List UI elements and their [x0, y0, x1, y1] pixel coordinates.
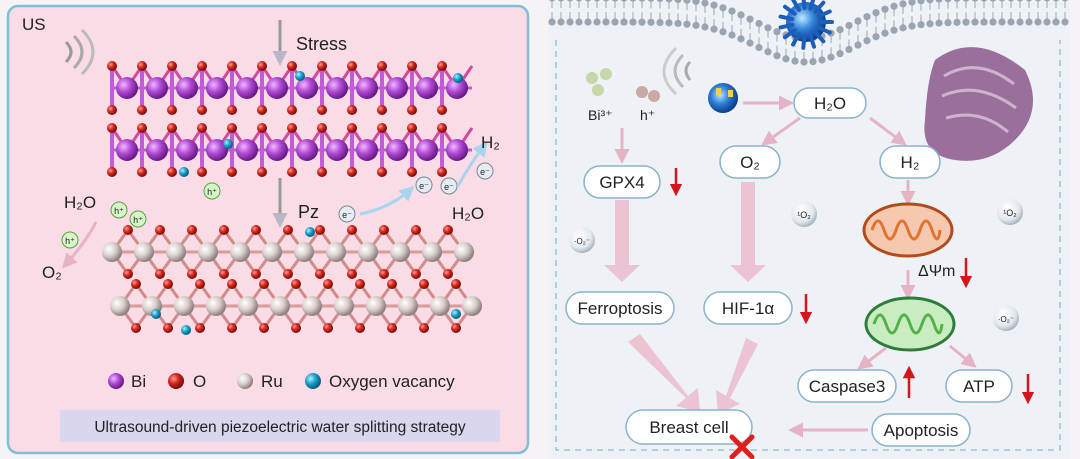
legend-ru-swatch: [237, 373, 253, 389]
node-o2: O₂: [719, 145, 781, 179]
h2-label: H₂: [481, 133, 500, 152]
legend-vacancy-swatch: [305, 373, 321, 389]
node-ferroptosis-label: Ferroptosis: [577, 299, 662, 318]
trend-arrows: [669, 168, 1035, 405]
hole-label: h⁺: [65, 236, 75, 246]
node-breast-cell: Breast cell: [625, 409, 753, 445]
legend-ru-label: Ru: [261, 372, 283, 391]
o2-evolution-arrow: [61, 221, 98, 269]
superoxide-bubble: ·O₂⁻: [993, 305, 1019, 331]
left-panel: [6, 4, 530, 455]
arrow-mito-to-atp: [949, 344, 977, 368]
electron-label: e⁻: [342, 210, 352, 220]
h2o-left-label: H₂O: [64, 193, 96, 212]
node-apoptosis-label: Apoptosis: [884, 421, 959, 440]
arrow-hif-to-cell: [716, 338, 758, 414]
ultrasound-icon: [64, 28, 95, 76]
delta-psi-label: ΔΨm: [918, 263, 955, 280]
node-h2: H₂: [879, 145, 941, 179]
electron-label: e⁻: [480, 167, 490, 177]
arrow-h2o-to-h2: [869, 116, 907, 146]
ru-oxide-lattice: [102, 225, 482, 335]
bi-oxide-lattice: [107, 61, 474, 177]
node-caspase3-label: Caspase3: [809, 377, 886, 396]
singlet-oxygen-label: ¹O₂: [1003, 208, 1017, 218]
us-label: US: [22, 15, 46, 34]
node-hif: HIF-1α: [703, 291, 793, 325]
h2o-right-label: H₂O: [452, 204, 484, 223]
node-hif-label: HIF-1α: [722, 299, 775, 318]
ros-bubbles: ¹O₂ ¹O₂ ·O₂⁻ ·O₂⁻: [569, 199, 1023, 331]
node-ferroptosis: Ferroptosis: [565, 291, 675, 325]
node-o2-label: O₂: [740, 153, 760, 172]
node-h2o: H₂O: [793, 87, 867, 119]
ultrasound-icon: [662, 46, 692, 96]
electron-bubbles: e⁻ e⁻ e⁻ e⁻: [338, 162, 494, 223]
arrow-mito-to-caspase: [857, 346, 887, 370]
superoxide-label: ·O₂⁻: [574, 237, 590, 246]
node-atp: ATP: [945, 369, 1013, 403]
electron-label: e⁻: [419, 181, 429, 191]
arrow-ferroptosis-to-cell: [628, 334, 700, 412]
mitochondrion-healthy: [864, 296, 956, 352]
node-h2-label: H₂: [901, 153, 920, 172]
node-atp-label: ATP: [963, 377, 995, 396]
caption-box: [60, 410, 500, 442]
cell-boundary: [555, 40, 1061, 451]
endoplasmic-reticulum: [924, 47, 1033, 161]
nanoparticle-top: [778, 0, 834, 50]
nanoparticle-small: [708, 83, 738, 113]
stress-label: Stress: [296, 34, 347, 54]
node-gpx4-label: GPX4: [599, 173, 644, 192]
node-caspase3: Caspase3: [797, 369, 897, 403]
singlet-oxygen-label: ¹O₂: [797, 210, 811, 220]
hole-label: h⁺: [114, 206, 124, 216]
hole-bubbles: h⁺ h⁺ h⁺ h⁺: [61, 182, 221, 249]
arrow-h2o-to-o2: [761, 116, 801, 146]
pz-label: Pz: [298, 202, 319, 222]
node-gpx4: GPX4: [583, 165, 661, 199]
mitochondrion-damaged: [862, 202, 954, 258]
legend: Bi O Ru Oxygen vacancy: [108, 372, 455, 391]
bi-label: Bi³⁺: [588, 107, 613, 123]
legend-vacancy-label: Oxygen vacancy: [329, 372, 455, 391]
electron-label: e⁻: [444, 182, 454, 192]
legend-bi-label: Bi: [131, 372, 146, 391]
legend-o-label: O: [193, 372, 206, 391]
legend-bi-swatch: [108, 373, 124, 389]
hole-label: h⁺: [207, 187, 217, 197]
hole-label: h⁺: [133, 215, 143, 225]
holes-icon: [636, 86, 660, 102]
arrow-gpx4-to-ferroptosis: [604, 200, 640, 282]
wide-arrows: [604, 182, 766, 414]
arrow-o2-to-hif: [730, 182, 766, 282]
superoxide-label: ·O₂⁻: [998, 315, 1014, 324]
electron-flow-arrow: [359, 185, 415, 216]
superoxide-bubble: ·O₂⁻: [569, 227, 595, 253]
cross-icon: [729, 434, 755, 459]
o2-label: O₂: [42, 263, 62, 282]
pathway-arrows: [614, 95, 977, 438]
caption: Ultrasound-driven piezoelectric water sp…: [94, 419, 466, 436]
singlet-oxygen-bubble: ¹O₂: [997, 199, 1023, 225]
h2-evolution-arrow: [456, 141, 488, 187]
legend-o-swatch: [168, 373, 184, 389]
node-breast-cell-label: Breast cell: [649, 418, 728, 437]
bi-ions-icon: [586, 68, 612, 96]
singlet-oxygen-bubble: ¹O₂: [791, 201, 817, 227]
node-h2o-label: H₂O: [814, 94, 846, 113]
node-apoptosis: Apoptosis: [871, 413, 971, 447]
h-label: h⁺: [640, 107, 655, 123]
